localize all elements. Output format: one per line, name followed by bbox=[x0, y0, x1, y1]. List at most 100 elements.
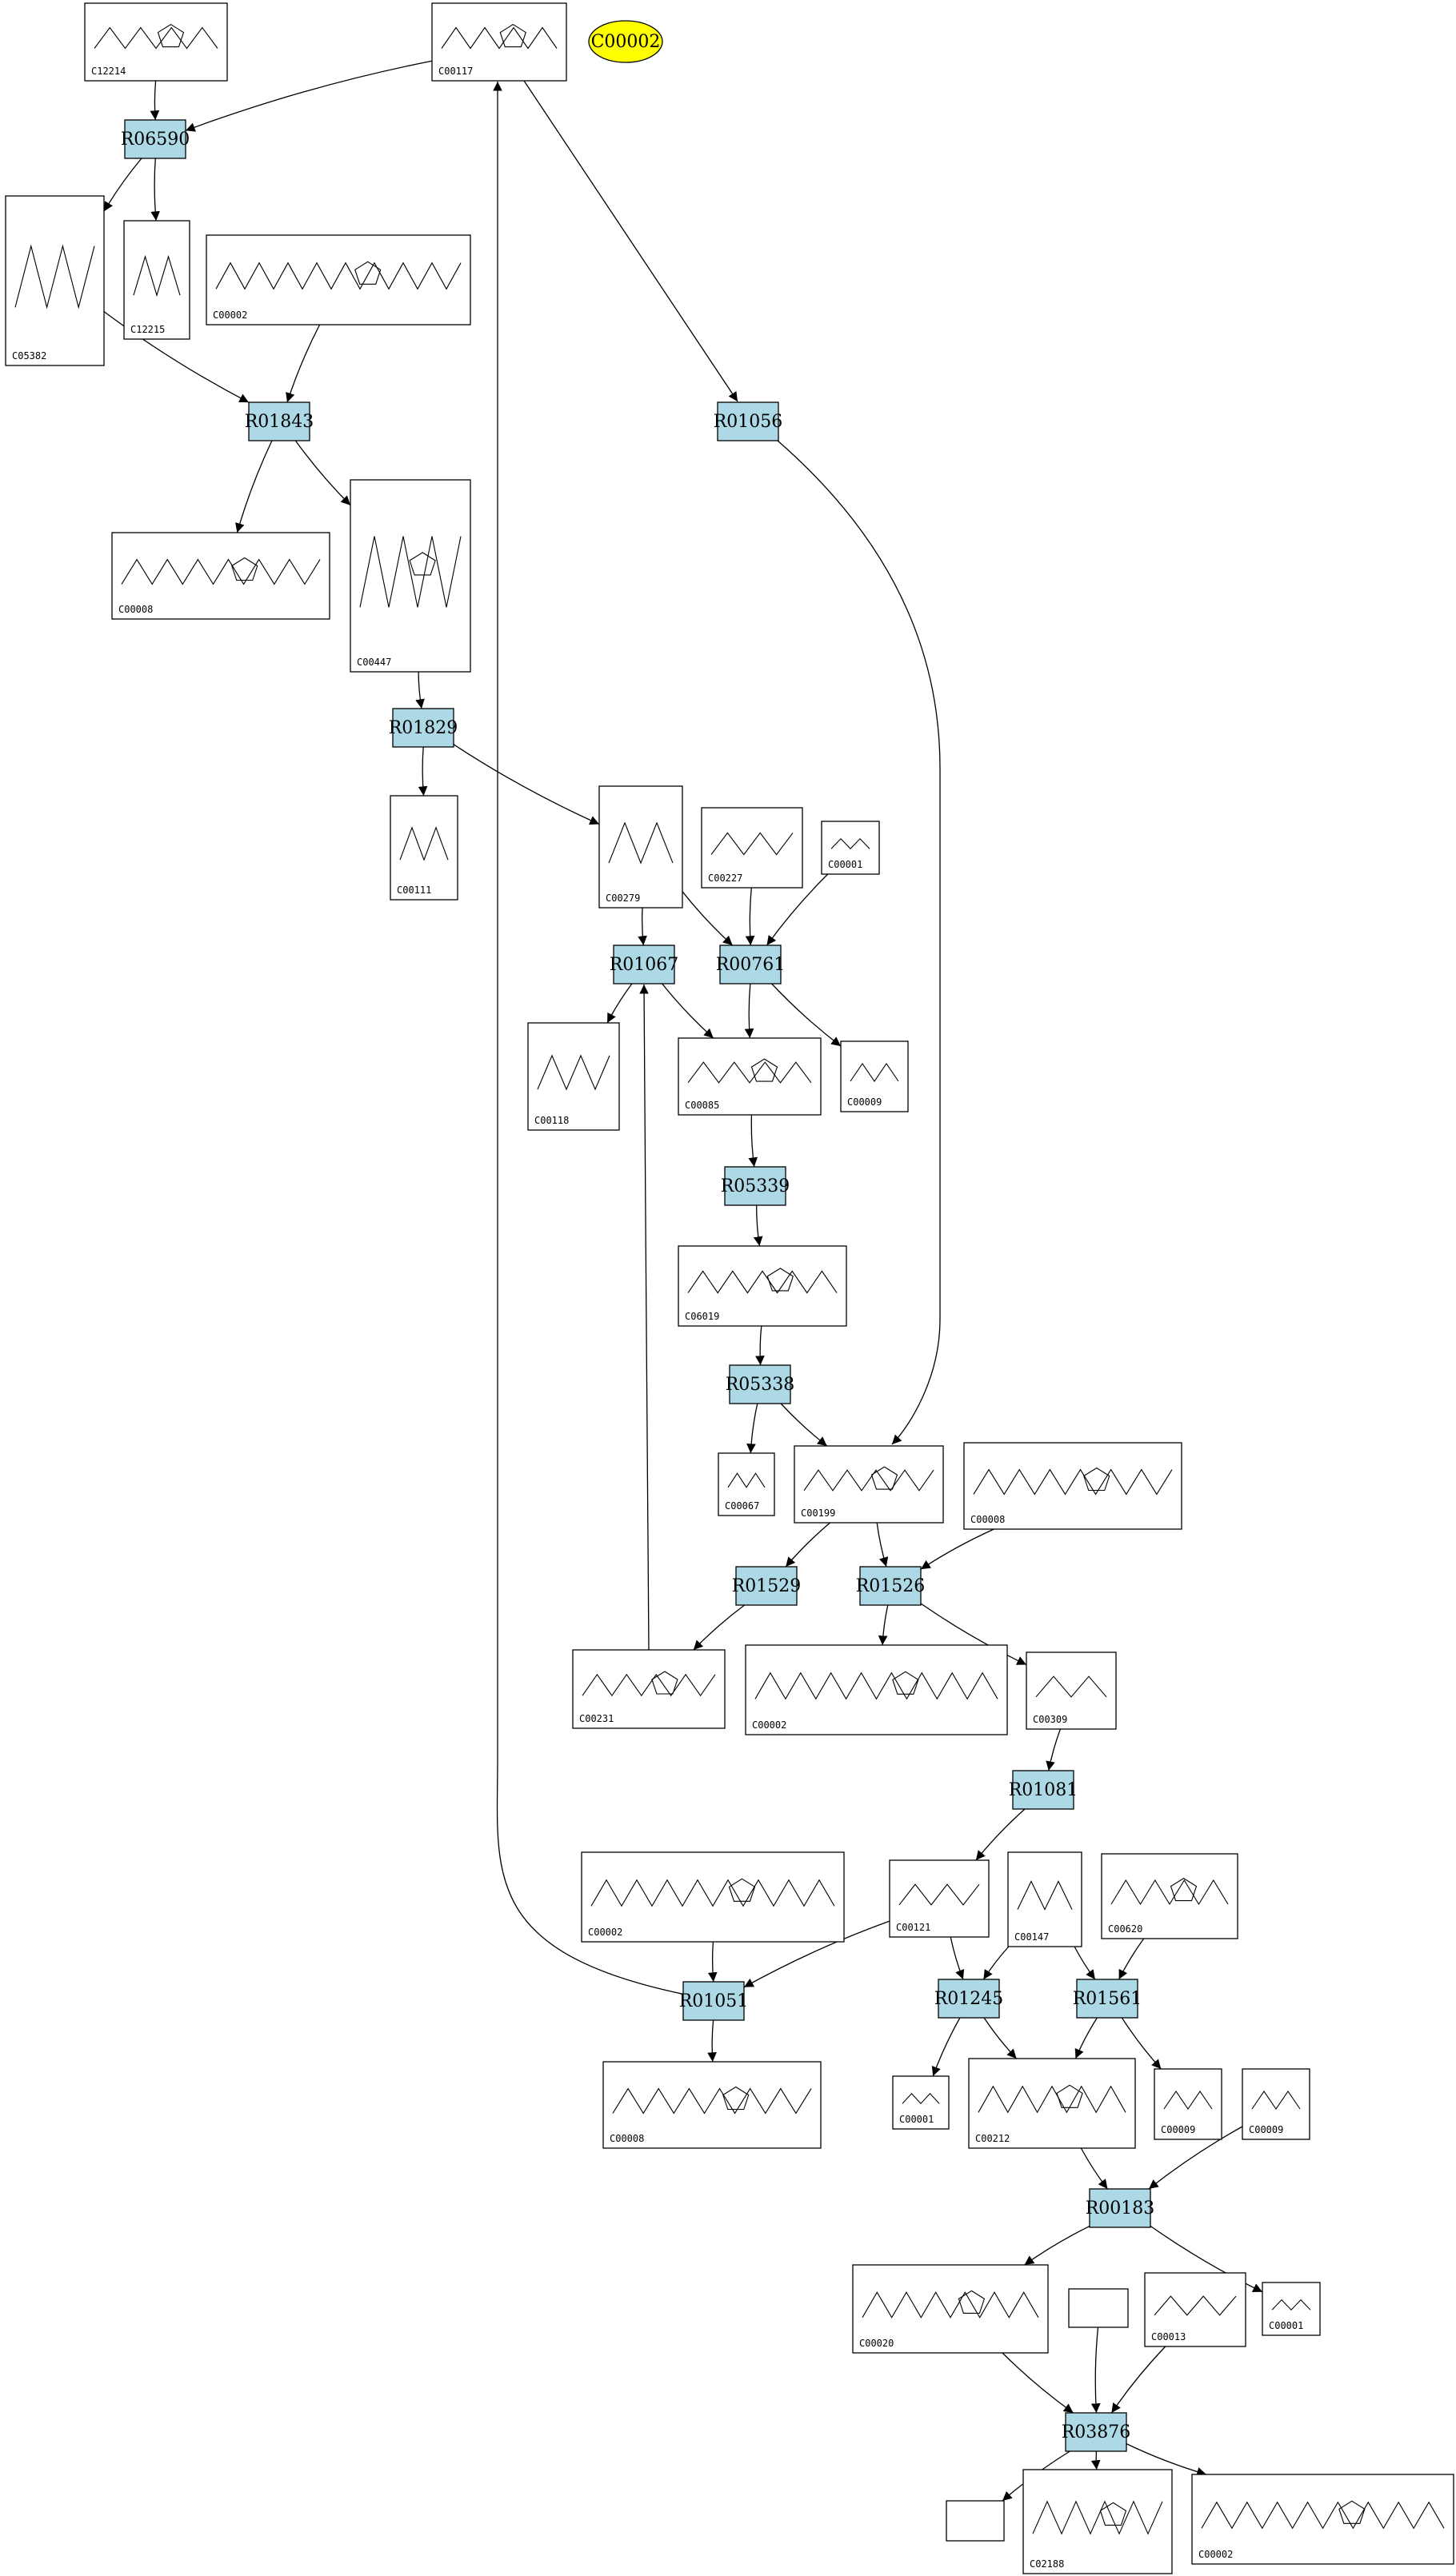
reaction-box bbox=[613, 945, 675, 984]
reaction-label: R01829 bbox=[389, 718, 458, 738]
compound-node-C00002[interactable]: C00002 bbox=[206, 234, 471, 325]
compound-node-C00009[interactable]: C00009 bbox=[1242, 2068, 1310, 2140]
compound-node-C00199[interactable]: C00199 bbox=[794, 1445, 944, 1524]
edge-R01067-to-c_C00085 bbox=[662, 983, 714, 1039]
reaction-node-R00183[interactable]: R00183 bbox=[1086, 2188, 1155, 2228]
edge-R01561-to-c_C00009b bbox=[1121, 2017, 1162, 2070]
reaction-node-R01843[interactable]: R01843 bbox=[245, 401, 314, 441]
compound-box bbox=[821, 821, 880, 875]
structure-icon bbox=[754, 1671, 998, 1700]
reaction-node-R01056[interactable]: R01056 bbox=[714, 401, 783, 441]
edge-c_C06019-to-R05338 bbox=[755, 1325, 765, 1366]
reaction-box bbox=[859, 1566, 922, 1606]
compound-node-C00009[interactable]: C00009 bbox=[840, 1040, 909, 1112]
compound-node-C00001[interactable]: C00001 bbox=[821, 821, 880, 875]
compound-label: C00117 bbox=[438, 66, 473, 77]
compound-box bbox=[390, 795, 458, 901]
compound-node-C00111[interactable]: C00111 bbox=[390, 795, 458, 901]
compound-node-C00002[interactable]: C00002 bbox=[1191, 2474, 1454, 2565]
reaction-node-R01529[interactable]: R01529 bbox=[732, 1566, 802, 1606]
edge-c_C00013-to-R03876 bbox=[1110, 2346, 1166, 2414]
compound-box bbox=[963, 1442, 1182, 1530]
compound-node-C00212[interactable]: C00212 bbox=[968, 2058, 1136, 2149]
compound-node-C00001[interactable]: C00001 bbox=[892, 2075, 950, 2130]
reaction-node-R05339[interactable]: R05339 bbox=[721, 1166, 790, 1206]
reaction-label: R00183 bbox=[1086, 2199, 1155, 2219]
compound-node-C00020[interactable]: C00020 bbox=[852, 2264, 1049, 2354]
reaction-box bbox=[1065, 2412, 1127, 2452]
compound-node-C00067[interactable]: C00067 bbox=[718, 1452, 775, 1516]
compound-box bbox=[968, 2058, 1136, 2149]
reaction-box bbox=[1012, 1770, 1074, 1810]
structure-icon bbox=[1032, 2500, 1163, 2535]
compound-node-C02188[interactable]: C02188 bbox=[1022, 2469, 1173, 2574]
structure-icon bbox=[14, 244, 95, 310]
reaction-node-R01067[interactable]: R01067 bbox=[610, 945, 679, 984]
compound-node-C12214[interactable]: C12214 bbox=[84, 2, 228, 82]
highlight-shape bbox=[588, 20, 663, 63]
reaction-node-R06590[interactable]: R06590 bbox=[121, 119, 190, 159]
structure-icon bbox=[1154, 2295, 1237, 2316]
reaction-node-R03876[interactable]: R03876 bbox=[1062, 2412, 1131, 2452]
structure-icon bbox=[612, 2086, 812, 2115]
compound-node-C00002[interactable]: C00002 bbox=[745, 1644, 1008, 1735]
compound-label: C00309 bbox=[1033, 1714, 1067, 1725]
compound-node-C00008[interactable]: C00008 bbox=[963, 1442, 1182, 1530]
compound-node-C00227[interactable]: C00227 bbox=[701, 807, 803, 889]
compound-node-C00279[interactable]: C00279 bbox=[598, 785, 683, 909]
compound-label: C00001 bbox=[899, 2114, 934, 2125]
compound-box bbox=[678, 1037, 822, 1116]
compound-node-C00121[interactable]: C00121 bbox=[889, 1859, 990, 1938]
compound-node-C00009[interactable]: C00009 bbox=[1154, 2068, 1222, 2140]
compound-box bbox=[572, 1649, 726, 1729]
edge-c_C00002a-to-R01843 bbox=[286, 324, 321, 403]
compound-node-unnamed[interactable] bbox=[1068, 2288, 1129, 2328]
compound-box bbox=[111, 532, 330, 620]
compound-label: C00002 bbox=[588, 1927, 622, 1938]
reaction-node-R01561[interactable]: R01561 bbox=[1073, 1979, 1142, 2019]
compound-box bbox=[892, 2075, 950, 2130]
reaction-node-R01081[interactable]: R01081 bbox=[1009, 1770, 1078, 1810]
compound-node-C00231[interactable]: C00231 bbox=[572, 1649, 726, 1729]
compound-node-C00008[interactable]: C00008 bbox=[602, 2061, 822, 2149]
compound-node-C00620[interactable]: C00620 bbox=[1101, 1853, 1238, 1939]
reaction-label: R00761 bbox=[716, 955, 786, 975]
compound-node-C00309[interactable]: C00309 bbox=[1026, 1651, 1117, 1730]
compound-node-C00085[interactable]: C00085 bbox=[678, 1037, 822, 1116]
reaction-node-R05338[interactable]: R05338 bbox=[726, 1364, 795, 1404]
edge-R06590-to-c_C12215 bbox=[150, 158, 160, 222]
compound-node-C00002[interactable]: C00002 bbox=[581, 1851, 845, 1943]
reaction-node-R01245[interactable]: R01245 bbox=[934, 1979, 1004, 2019]
compound-node-C00117[interactable]: C00117 bbox=[431, 2, 567, 82]
compound-node-C00001[interactable]: C00001 bbox=[1262, 2282, 1321, 2336]
compound-label: C00008 bbox=[118, 604, 153, 615]
reaction-node-R01526[interactable]: R01526 bbox=[856, 1566, 926, 1606]
compound-box bbox=[602, 2061, 822, 2149]
reaction-box bbox=[724, 1166, 786, 1206]
compound-label: C06019 bbox=[685, 1311, 719, 1322]
reaction-node-R01051[interactable]: R01051 bbox=[679, 1981, 749, 2021]
reaction-node-R01829[interactable]: R01829 bbox=[389, 708, 458, 748]
reaction-node-R00761[interactable]: R00761 bbox=[716, 945, 786, 984]
compound-node-C12215[interactable]: C12215 bbox=[123, 220, 190, 340]
compound-node-C00447[interactable]: C00447 bbox=[350, 479, 471, 673]
compound-node-unnamed[interactable] bbox=[946, 2500, 1005, 2542]
structure-icon bbox=[850, 1063, 899, 1082]
compound-node-C00013[interactable]: C00013 bbox=[1144, 2272, 1246, 2347]
compound-node-C06019[interactable]: C06019 bbox=[678, 1245, 847, 1327]
compound-node-C00147[interactable]: C00147 bbox=[1007, 1851, 1082, 1947]
compound-label: C00002 bbox=[1198, 2549, 1233, 2560]
compound-node-C00118[interactable]: C00118 bbox=[527, 1022, 620, 1131]
reaction-label: R01056 bbox=[714, 412, 783, 432]
compound-box bbox=[840, 1040, 909, 1112]
reaction-label: R03876 bbox=[1062, 2422, 1131, 2442]
compound-box bbox=[1262, 2282, 1321, 2336]
edge-c_C00227-to-R00761 bbox=[745, 887, 755, 946]
reaction-label: R05339 bbox=[721, 1176, 790, 1196]
reaction-label: R01843 bbox=[245, 412, 314, 432]
compound-node-C05382[interactable]: C05382 bbox=[5, 195, 105, 366]
highlight-compound-ellipse[interactable]: C00002 bbox=[588, 20, 663, 63]
edge-R05338-to-c_C00067 bbox=[746, 1403, 758, 1454]
compound-label: C00447 bbox=[357, 657, 391, 668]
compound-node-C00008[interactable]: C00008 bbox=[111, 532, 330, 620]
